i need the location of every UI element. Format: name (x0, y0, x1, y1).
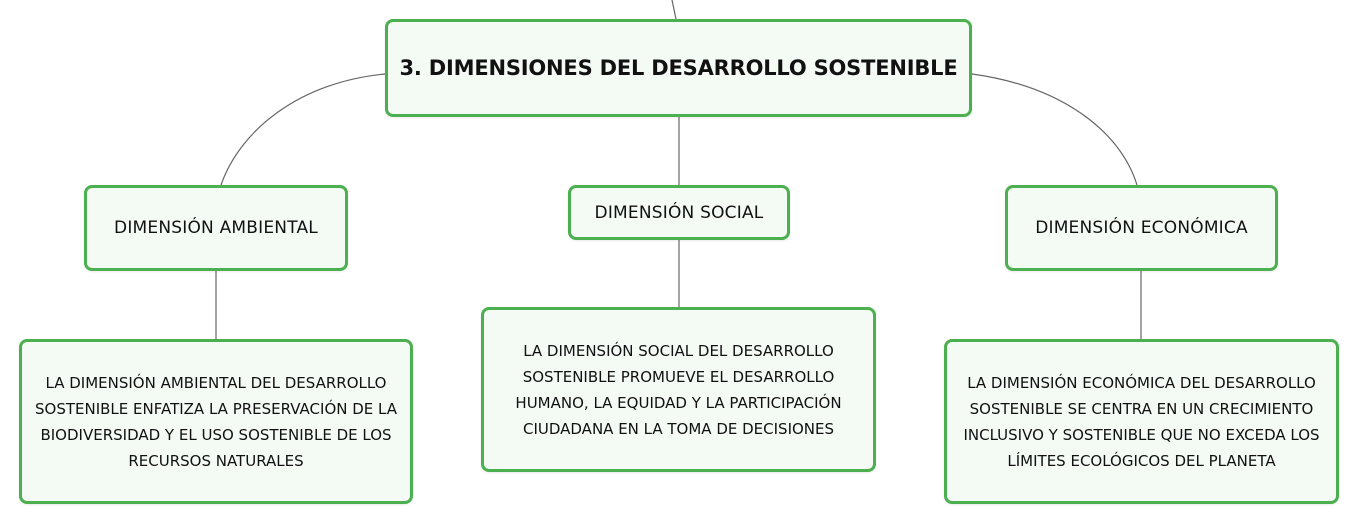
description-text-economica: LA DIMENSIÓN ECONÓMICA DEL DESARROLLO SO… (963, 373, 1320, 470)
branch-label-social: DIMENSIÓN SOCIAL (594, 202, 764, 223)
branch-node-economica[interactable]: DIMENSIÓN ECONÓMICA (1005, 185, 1278, 271)
branch-node-ambiental[interactable]: DIMENSIÓN AMBIENTAL (84, 185, 348, 271)
connector-parent-to-root (671, 0, 677, 20)
branch-label-ambiental: DIMENSIÓN AMBIENTAL (114, 218, 318, 238)
description-node-ambiental[interactable]: LA DIMENSIÓN AMBIENTAL DEL DESARROLLO SO… (19, 339, 413, 504)
connector-root-to-economica (971, 73, 1138, 186)
description-text-social: LA DIMENSIÓN SOCIAL DEL DESARROLLO SOSTE… (515, 341, 842, 438)
root-topic-label: 3. DIMENSIONES DEL DESARROLLO SOSTENIBLE (399, 56, 958, 80)
description-node-social[interactable]: LA DIMENSIÓN SOCIAL DEL DESARROLLO SOSTE… (481, 307, 876, 472)
branch-node-social[interactable]: DIMENSIÓN SOCIAL (568, 185, 790, 240)
connector-root-to-ambiental (220, 73, 386, 186)
description-node-economica[interactable]: LA DIMENSIÓN ECONÓMICA DEL DESARROLLO SO… (944, 339, 1339, 504)
root-topic-node[interactable]: 3. DIMENSIONES DEL DESARROLLO SOSTENIBLE (385, 19, 972, 117)
branch-label-economica: DIMENSIÓN ECONÓMICA (1035, 218, 1248, 238)
description-text-ambiental: LA DIMENSIÓN AMBIENTAL DEL DESARROLLO SO… (35, 373, 397, 470)
